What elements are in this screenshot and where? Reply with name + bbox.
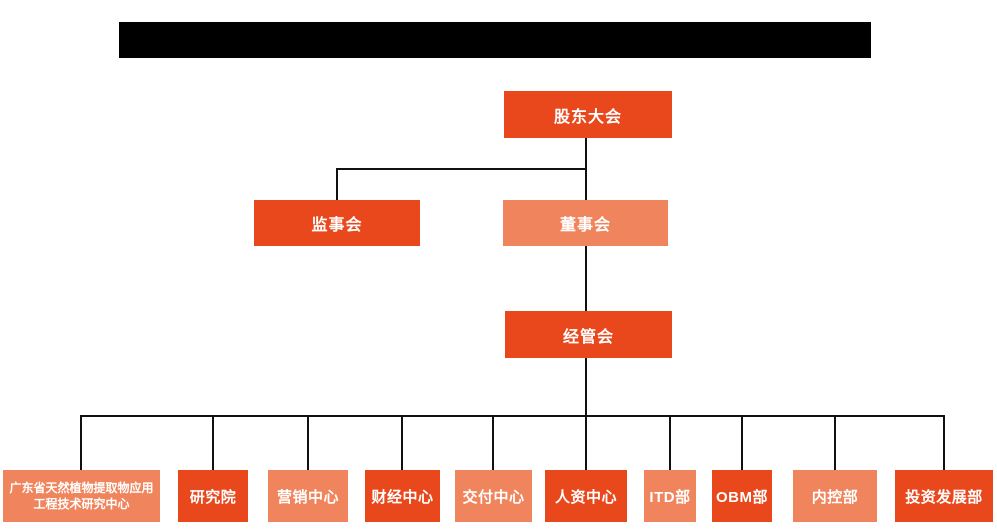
connector-drop-itd-department <box>669 416 671 470</box>
connector-drop-marketing-center <box>307 416 309 470</box>
connector-drop-research-institute <box>212 416 214 470</box>
node-investment-development-department: 投资发展部 <box>895 470 993 522</box>
connector-level2-horizontal <box>336 168 587 170</box>
connector-drop-internal-control-department <box>834 416 836 470</box>
connector-drop-obm-department <box>741 416 743 470</box>
node-internal-control-department: 内控部 <box>793 470 877 522</box>
connector-drop-delivery-center <box>492 416 494 470</box>
node-supervisory-board: 监事会 <box>254 200 420 246</box>
node-research-institute: 研究院 <box>178 470 248 522</box>
connector-management-vertical <box>585 358 587 416</box>
node-marketing-center: 营销中心 <box>268 470 348 522</box>
node-management-committee: 经管会 <box>505 311 672 358</box>
node-itd-department: ITD部 <box>644 470 696 522</box>
connector-directors-to-management <box>585 246 587 311</box>
connector-drop-finance-center <box>401 416 403 470</box>
node-shareholders-meeting: 股东大会 <box>504 91 672 138</box>
node-finance-center: 财经中心 <box>365 470 440 522</box>
connector-departments-horizontal <box>80 415 945 417</box>
node-board-of-directors: 董事会 <box>503 200 668 246</box>
redacted-title-bar <box>119 22 871 58</box>
connector-supervisory-vertical <box>336 168 338 200</box>
connector-drop-investment-development-department <box>943 416 945 470</box>
node-obm-department: OBM部 <box>712 470 772 522</box>
node-hr-center: 人资中心 <box>545 470 627 522</box>
connector-drop-hr-center <box>585 416 587 470</box>
node-delivery-center: 交付中心 <box>455 470 532 522</box>
connector-drop-gd-research-center <box>80 416 82 470</box>
node-gd-plant-extract-research-center: 广东省天然植物提取物应用工程技术研究中心 <box>3 470 160 522</box>
